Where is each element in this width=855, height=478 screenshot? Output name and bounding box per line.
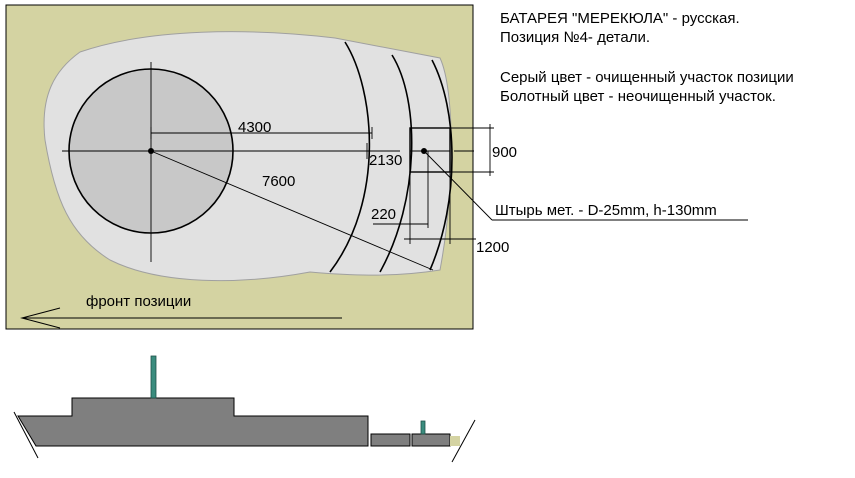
ground-line-right — [451, 419, 476, 463]
front-arrow-head — [20, 307, 61, 329]
pin-leader — [423, 150, 493, 221]
ground-line-left — [13, 411, 39, 459]
section-pin-small — [420, 420, 426, 435]
dim-7600-line — [150, 150, 434, 271]
section-view — [13, 355, 476, 463]
arc-outer-2 — [379, 54, 413, 273]
arc-outer-3 — [429, 59, 453, 271]
dim-4300-label: 4300 — [238, 119, 271, 136]
dim-220-label: 220 — [371, 206, 396, 223]
section-ledge-1 — [370, 433, 411, 447]
section-soil-edge — [450, 436, 460, 446]
arc-outer-1 — [329, 41, 371, 273]
legend-swamp: Болотный цвет - неочищенный участок. — [500, 88, 776, 105]
dim-7600-label: 7600 — [262, 173, 295, 190]
title-line-2: Позиция №4- детали. — [500, 29, 650, 46]
dim-1200-label: 1200 — [476, 239, 509, 256]
dim-900-label: 900 — [492, 144, 517, 161]
legend-gray: Серый цвет - очищенный участок позиции — [500, 69, 794, 86]
title-line-1: БАТАРЕЯ "МЕРЕКЮЛА" - русская. — [500, 10, 740, 27]
pin-box — [409, 127, 451, 173]
pin-label: Штырь мет. - D-25mm, h-130mm — [495, 202, 717, 219]
section-pin-large — [150, 355, 157, 399]
plan-view: 4300 7600 2130 900 220 1200 фронт позици… — [5, 4, 748, 330]
section-main — [17, 397, 369, 447]
section-ledge-2 — [411, 433, 451, 447]
front-label: фронт позиции — [86, 293, 191, 310]
dim-2130-label: 2130 — [369, 152, 402, 169]
